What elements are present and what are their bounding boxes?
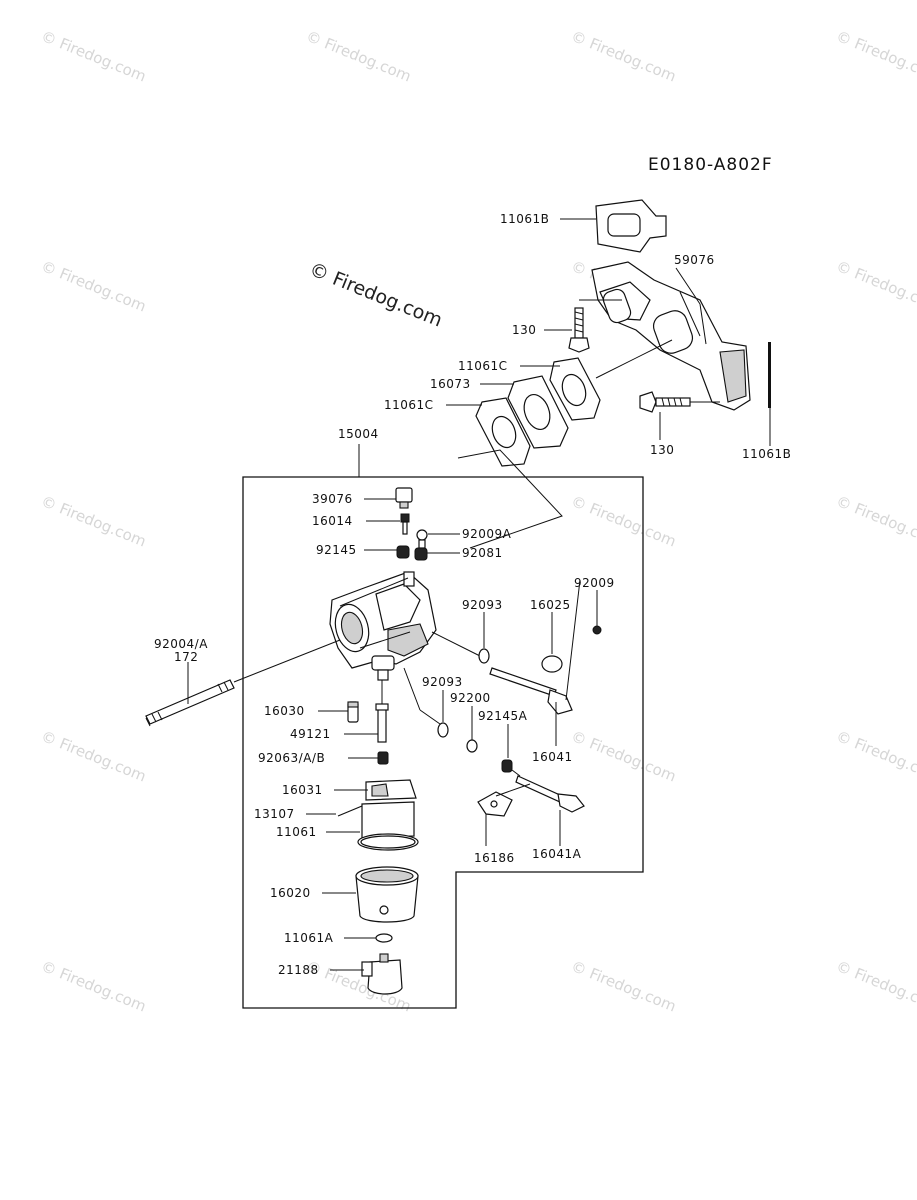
label-92093-a: 92093 [462, 598, 503, 612]
watermark: © Firedog.com [569, 27, 679, 85]
label-16014: 16014 [312, 514, 353, 528]
label-92145: 92145 [316, 543, 357, 557]
watermark-grid: © Firedog.com © Firedog.com © Firedog.co… [39, 27, 917, 1015]
screw-92009A [416, 529, 428, 549]
choke-plate-16186 [477, 791, 513, 817]
label-172: 172 [174, 650, 198, 664]
watermark: © Firedog.com [569, 727, 679, 785]
screw-92004A [145, 679, 235, 727]
float-16031 [365, 779, 417, 801]
label-16041A: 16041A [532, 847, 582, 861]
label-16025: 16025 [530, 598, 571, 612]
label-92200: 92200 [450, 691, 491, 705]
watermark: © Firedog.com [39, 957, 149, 1015]
float-bowl-16020 [355, 866, 419, 923]
label-16073: 16073 [430, 377, 471, 391]
watermark: © Firedog.com [834, 957, 917, 1015]
gasket-11061B-top [595, 199, 667, 253]
pin-13107 [337, 805, 363, 817]
part-16030 [347, 701, 359, 723]
label-130-b: 130 [650, 443, 674, 457]
label-92004A: 92004/A [154, 637, 208, 651]
watermark: © Firedog.com [834, 27, 917, 85]
label-16041: 16041 [532, 750, 573, 764]
label-11061B-right: 11061B [742, 447, 791, 461]
spring-92145A [501, 759, 513, 773]
gasket-11061C-a [549, 357, 601, 421]
watermark: © Firedog.com [304, 27, 414, 85]
watermark-main: © Firedog.com [306, 258, 445, 331]
watermark: © Firedog.com [834, 257, 917, 315]
bolt-130-a [568, 307, 590, 353]
gasket-11061C-b [475, 397, 531, 467]
jet-92063AB [377, 751, 389, 765]
label-11061B-top: 11061B [500, 212, 549, 226]
label-11061C-b: 11061C [384, 398, 434, 412]
carburetor-assembly-frame [242, 476, 644, 1009]
part-49121 [375, 703, 389, 743]
label-92081: 92081 [462, 546, 503, 560]
part-39076 [395, 487, 413, 509]
watermark: © Firedog.com [39, 727, 149, 785]
watermark: © Firedog.com [569, 492, 679, 550]
label-59076: 59076 [674, 253, 715, 267]
intake-manifold-59076 [591, 261, 751, 411]
washer-92093-b [437, 722, 449, 738]
bolt-130-b [639, 391, 691, 413]
watermark: © Firedog.com [834, 727, 917, 785]
label-92145A: 92145A [478, 709, 528, 723]
label-92093-b: 92093 [422, 675, 463, 689]
watermark: © Firedog.com [39, 27, 149, 85]
watermark: © Firedog.com [569, 957, 679, 1015]
screw-92009 [592, 625, 602, 635]
diagram-code: E0180-A802F [648, 155, 773, 175]
o-ring-11061A [375, 933, 393, 943]
label-16186: 16186 [474, 851, 515, 865]
spring-92145 [396, 545, 410, 559]
label-49121: 49121 [290, 727, 331, 741]
washer-92093-a [478, 648, 490, 664]
choke-shaft-16041A [515, 775, 585, 813]
label-16031: 16031 [282, 783, 323, 797]
watermark: © Firedog.com [39, 492, 149, 550]
watermark: © Firedog.com [39, 257, 149, 315]
label-92063AB: 92063/A/B [258, 751, 325, 765]
label-130-a: 130 [512, 323, 536, 337]
label-92009A: 92009A [462, 527, 512, 541]
throttle-plate-16025 [541, 655, 563, 673]
insulator-16073 [507, 375, 569, 449]
label-11061A: 11061A [284, 931, 334, 945]
part-16014 [400, 513, 410, 535]
label-92009: 92009 [574, 576, 615, 590]
label-15004: 15004 [338, 427, 379, 441]
carburetor-body [329, 571, 437, 681]
label-39076: 39076 [312, 492, 353, 506]
label-21188: 21188 [278, 963, 319, 977]
label-11061C-a: 11061C [458, 359, 508, 373]
gasket-11061 [357, 801, 419, 851]
washer-92200 [466, 739, 478, 753]
label-13107: 13107 [254, 807, 295, 821]
solenoid-21188 [361, 953, 403, 995]
watermark: © Firedog.com [834, 492, 917, 550]
label-16020: 16020 [270, 886, 311, 900]
spring-92081 [414, 547, 428, 561]
label-11061: 11061 [276, 825, 317, 839]
gasket-11061B-edge [768, 342, 771, 408]
label-16030: 16030 [264, 704, 305, 718]
